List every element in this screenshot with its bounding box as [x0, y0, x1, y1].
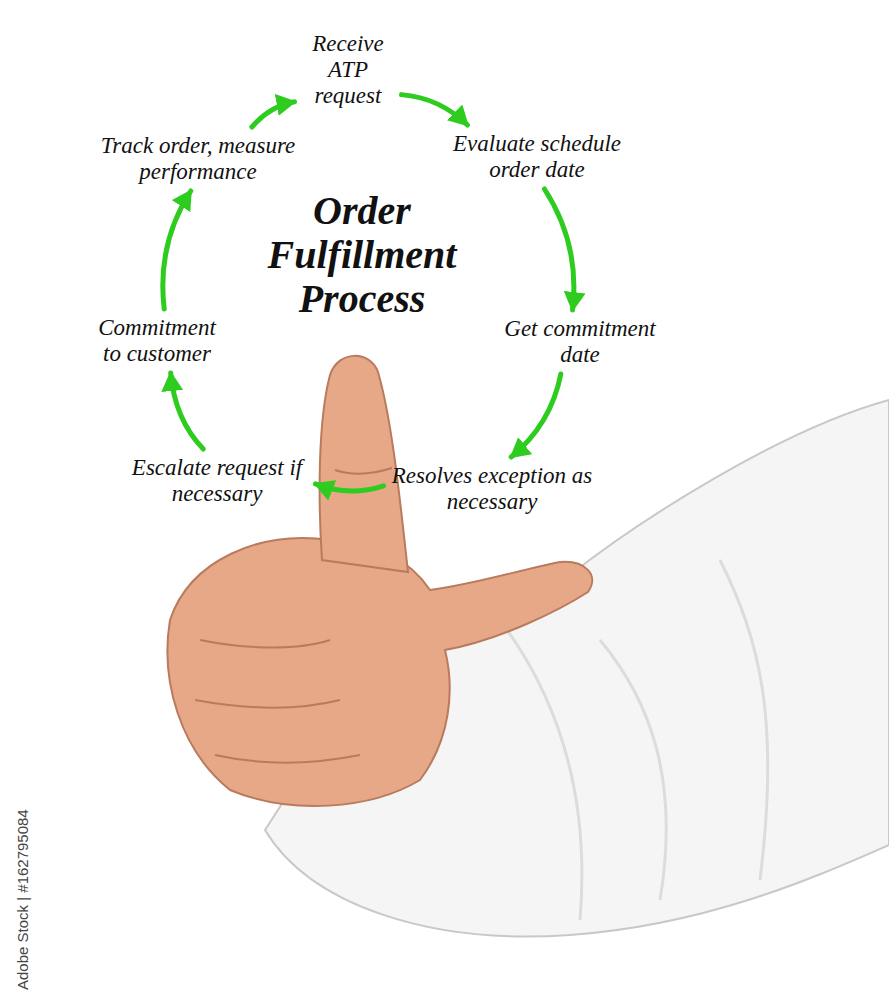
step-text: Receive ATP request: [301, 31, 396, 109]
hand-fist: [168, 538, 593, 806]
cycle-arrow: [171, 373, 204, 449]
diagram-title: Order Fulfillment Process: [232, 189, 492, 321]
cycle-arrow: [316, 484, 384, 491]
step-text: Get commitment date: [493, 316, 668, 368]
cycle-arrow: [544, 189, 573, 310]
step-text: Resolves exception as necessary: [390, 463, 595, 515]
step-text: Commitment to customer: [90, 315, 225, 367]
cycle-arrow: [402, 95, 468, 125]
step-label: Track order, measure performance: [76, 133, 321, 185]
cycle-arrow: [252, 102, 295, 127]
step-label: Evaluate schedule order date: [432, 131, 642, 183]
cycle-arrow: [163, 191, 191, 309]
step-label: Commitment to customer: [90, 315, 225, 367]
step-text: Evaluate schedule order date: [432, 131, 642, 183]
step-text: Track order, measure performance: [76, 133, 321, 185]
step-text: Escalate request if necessary: [125, 455, 310, 507]
step-label: Resolves exception as necessary: [390, 463, 595, 515]
cycle-arrow: [511, 374, 561, 457]
step-label: Escalate request if necessary: [125, 455, 310, 507]
watermark: Adobe Stock | #162795084: [14, 809, 31, 990]
step-label: Receive ATP request: [301, 31, 396, 109]
finger-creases: [195, 468, 392, 763]
step-label: Get commitment date: [493, 316, 668, 368]
